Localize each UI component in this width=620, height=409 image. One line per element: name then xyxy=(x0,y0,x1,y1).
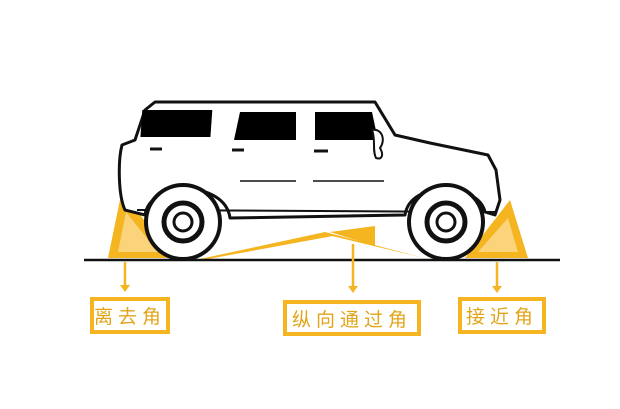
suv-car xyxy=(117,100,502,220)
approach-angle-wedge xyxy=(465,200,528,258)
breakover-angle-label: 纵向通过角 xyxy=(283,300,421,336)
front-wheel xyxy=(407,183,485,261)
rear-wheel xyxy=(144,183,222,261)
departure-angle-label: 离去角 xyxy=(90,297,170,334)
breakover-angle-wedge xyxy=(200,226,428,259)
approach-angle-label: 接近角 xyxy=(458,297,546,334)
approach-arrow-icon xyxy=(492,262,502,293)
departure-arrow-icon xyxy=(120,262,130,292)
breakover-arrow-icon xyxy=(348,244,358,293)
